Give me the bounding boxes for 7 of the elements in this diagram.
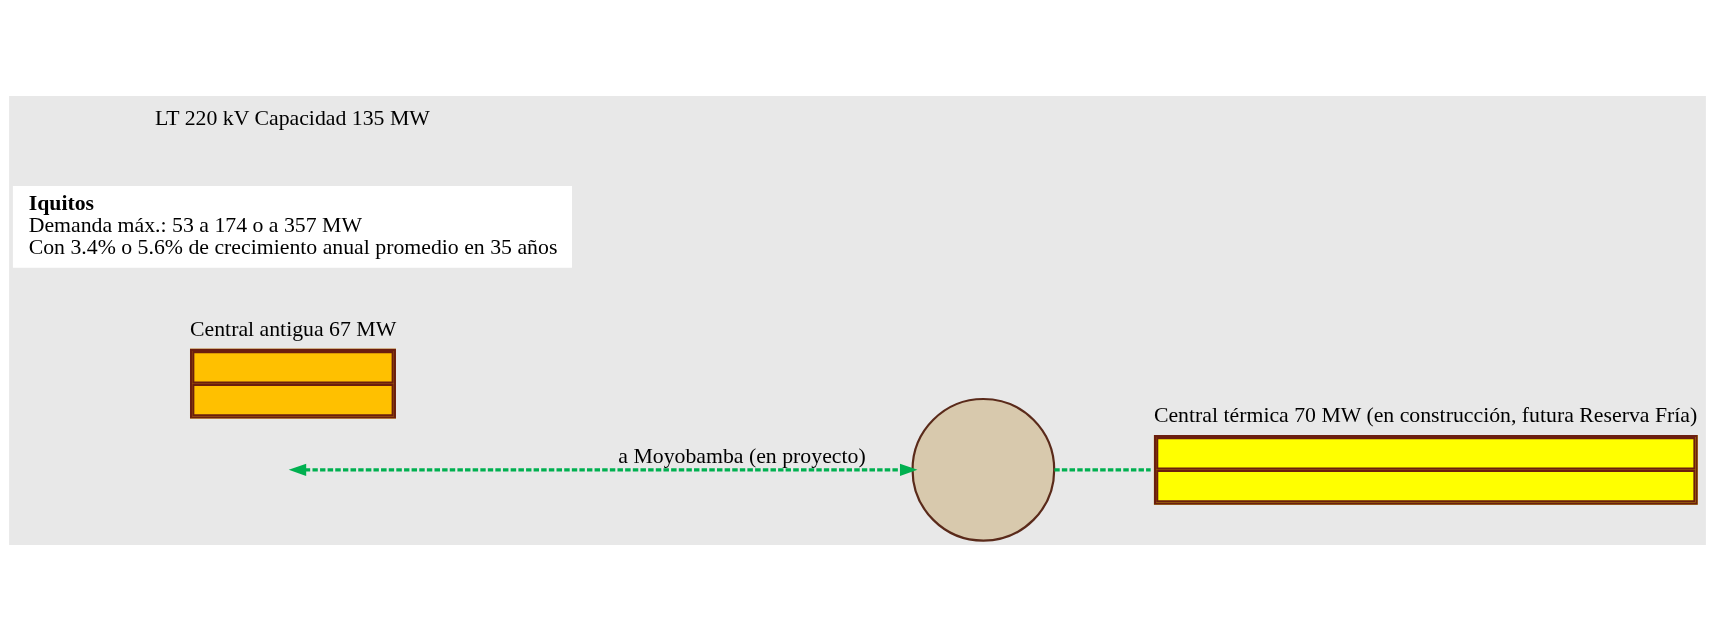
node-label: Central térmica 70 MW (en construcción, futura Reserva Fría) [1153, 402, 1698, 427]
label: LT 220 kV Capacidad 135 MW [155, 106, 430, 131]
node-label: Central antigua 67 MW [189, 316, 397, 341]
node-circle [911, 397, 1056, 542]
connector [1054, 468, 1151, 472]
arrow [288, 463, 918, 476]
edge-label: a Moyobamba (en proyecto) [618, 444, 866, 469]
